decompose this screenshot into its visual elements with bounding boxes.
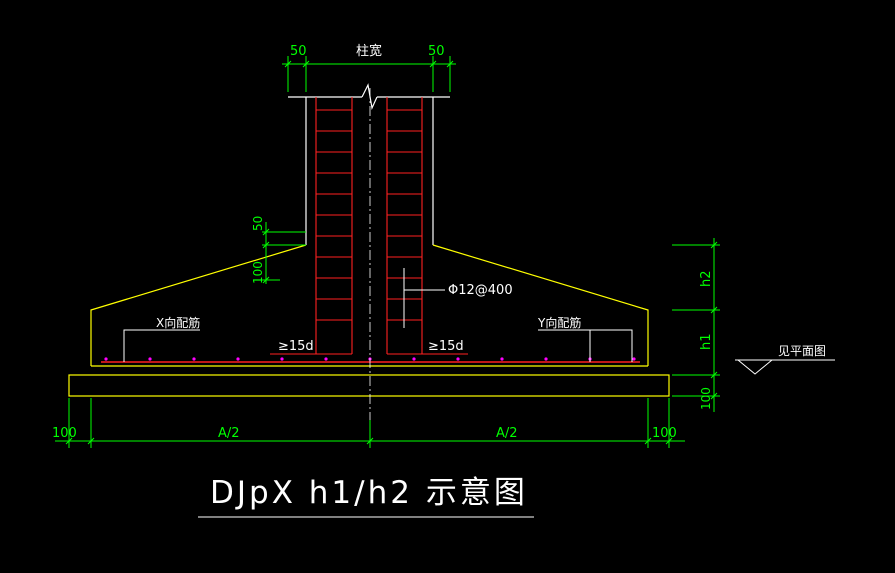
half-a-right-label: A/2: [496, 426, 518, 441]
dim-50-left-label: 50: [290, 44, 307, 59]
h1-label: h1: [699, 333, 714, 350]
stirrup-spec-label: Φ12@400: [448, 283, 513, 298]
leader-lines: [123, 268, 633, 362]
dim-100-bottom-left-label: 100: [52, 426, 77, 441]
dim-100-slope-label: 100: [251, 261, 265, 284]
dim-50-slope-label: 50: [251, 216, 265, 231]
y-bars-label: Y向配筋: [537, 315, 581, 330]
rebar-cage-right: [386, 97, 423, 355]
dimension-lines: [55, 56, 720, 448]
drawing-title: DJpX h1/h2 示意图: [210, 475, 528, 511]
half-a-left-label: A/2: [218, 426, 240, 441]
rebar-cage-left: [315, 97, 353, 355]
h2-label: h2: [699, 270, 714, 287]
dim-100-bottom-right-label: 100: [652, 426, 677, 441]
anchor-right-label: ≥15d: [428, 339, 464, 354]
anchor-left-label: ≥15d: [278, 339, 314, 354]
column-outline: [288, 83, 450, 245]
x-bars-label: X向配筋: [156, 315, 200, 330]
footing-outline: [68, 244, 670, 397]
column-width-label: 柱宽: [356, 43, 382, 59]
dim-100-right-label: 100: [699, 387, 713, 410]
dim-50-right-label: 50: [428, 44, 445, 59]
elevation-marker: [735, 359, 835, 375]
see-plan-label: 见平面图: [778, 344, 826, 358]
